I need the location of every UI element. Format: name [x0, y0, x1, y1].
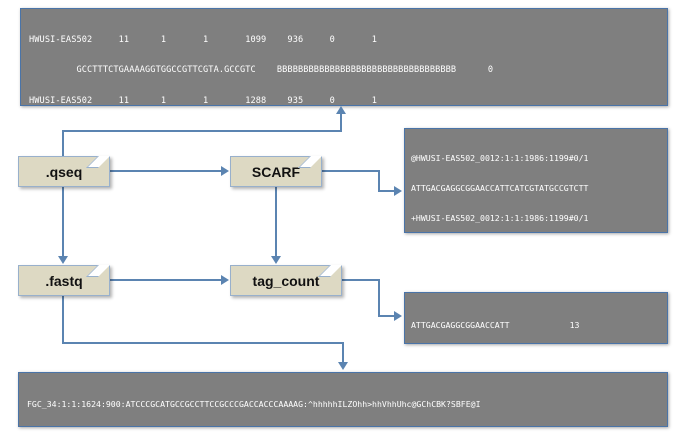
- qseq-data-box: HWUSI-EAS502 11 1 1 1099 936 0 1 GCCTTTC…: [20, 8, 668, 106]
- connector-fastq-to-bottom-v1: [62, 296, 64, 344]
- connector-qseq-to-scarf: [110, 170, 222, 172]
- node-fastq[interactable]: .fastq: [18, 265, 110, 296]
- connector-tagcount-to-data-h2: [378, 315, 396, 317]
- node-tag-count[interactable]: tag_count: [230, 265, 342, 296]
- connector-scarf-to-fastqdata-h2: [378, 190, 396, 192]
- tag-count-value: 13: [569, 320, 580, 330]
- arrowhead-right-tagcountdata: [394, 311, 402, 321]
- arrowhead-down-fastq: [58, 256, 68, 264]
- node-tag-count-label: tag_count: [252, 272, 320, 289]
- fastq-bottom-line: FGC_34:1:1:1624:900:ATCCCGCATGCCGCCTTCCG…: [27, 399, 481, 409]
- connector-qseq-to-fastq: [62, 187, 64, 257]
- node-scarf-label: SCARF: [251, 163, 301, 180]
- connector-tagcount-to-data-h1: [342, 279, 380, 281]
- connector-fastq-to-bottom-h: [62, 342, 344, 344]
- arrowhead-right-tagcount: [221, 275, 229, 285]
- node-qseq[interactable]: .qseq: [18, 156, 110, 187]
- qseq-data-line: HWUSI-EAS502 11 1 1 1288 935 0 1: [29, 95, 378, 106]
- connector-fastq-to-tagcount: [110, 279, 222, 281]
- fastq-output-data-box: @HWUSI-EAS502_0012:1:1:1986:1199#0/1 ATT…: [404, 128, 668, 233]
- arrowhead-right-fastqdata: [394, 186, 402, 196]
- arrowhead-up-qseqdata: [336, 106, 346, 114]
- connector-qseq-to-qseqdata-v2: [340, 114, 342, 132]
- node-scarf[interactable]: SCARF: [230, 156, 322, 187]
- fastq-data-line: @HWUSI-EAS502_0012:1:1:1986:1199#0/1: [411, 153, 589, 163]
- tag-count-row: ATTGACGAGGCGGAACCATT 13: [411, 320, 661, 330]
- fastq-data-line: +HWUSI-EAS502_0012:1:1:1986:1199#0/1: [411, 213, 589, 223]
- connector-scarf-to-fastqdata-h1: [322, 170, 380, 172]
- connector-scarf-to-fastqdata-v: [378, 170, 380, 192]
- arrowhead-right-scarf: [221, 166, 229, 176]
- connector-tagcount-to-data-v: [378, 279, 380, 317]
- qseq-data-line: GCCTTTCTGAAAAGGTGGCCGTTCGTA.GCCGTC BBBBB…: [29, 65, 494, 76]
- connector-fastq-to-bottom-v2: [342, 342, 344, 364]
- fastq-data-line: ATTGACGAGGCGGAACCATTCATCGTATGCCGTCTT: [411, 183, 589, 193]
- node-qseq-label: .qseq: [45, 163, 83, 180]
- qseq-data-line: HWUSI-EAS502 11 1 1 1099 936 0 1: [29, 35, 378, 45]
- tag-sequence: ATTGACGAGGCGGAACCATT: [411, 320, 510, 330]
- connector-qseq-to-qseqdata-h: [62, 130, 342, 132]
- connector-qseq-to-qseqdata-v1: [62, 130, 64, 157]
- arrowhead-down-bottomdata: [338, 362, 348, 370]
- fastq-bottom-data-box: FGC_34:1:1:1624:900:ATCCCGCATGCCGCCTTCCG…: [18, 372, 668, 427]
- connector-scarf-to-tagcount: [275, 187, 277, 257]
- node-fastq-label: .fastq: [45, 272, 83, 289]
- arrowhead-down-tagcount: [271, 256, 281, 264]
